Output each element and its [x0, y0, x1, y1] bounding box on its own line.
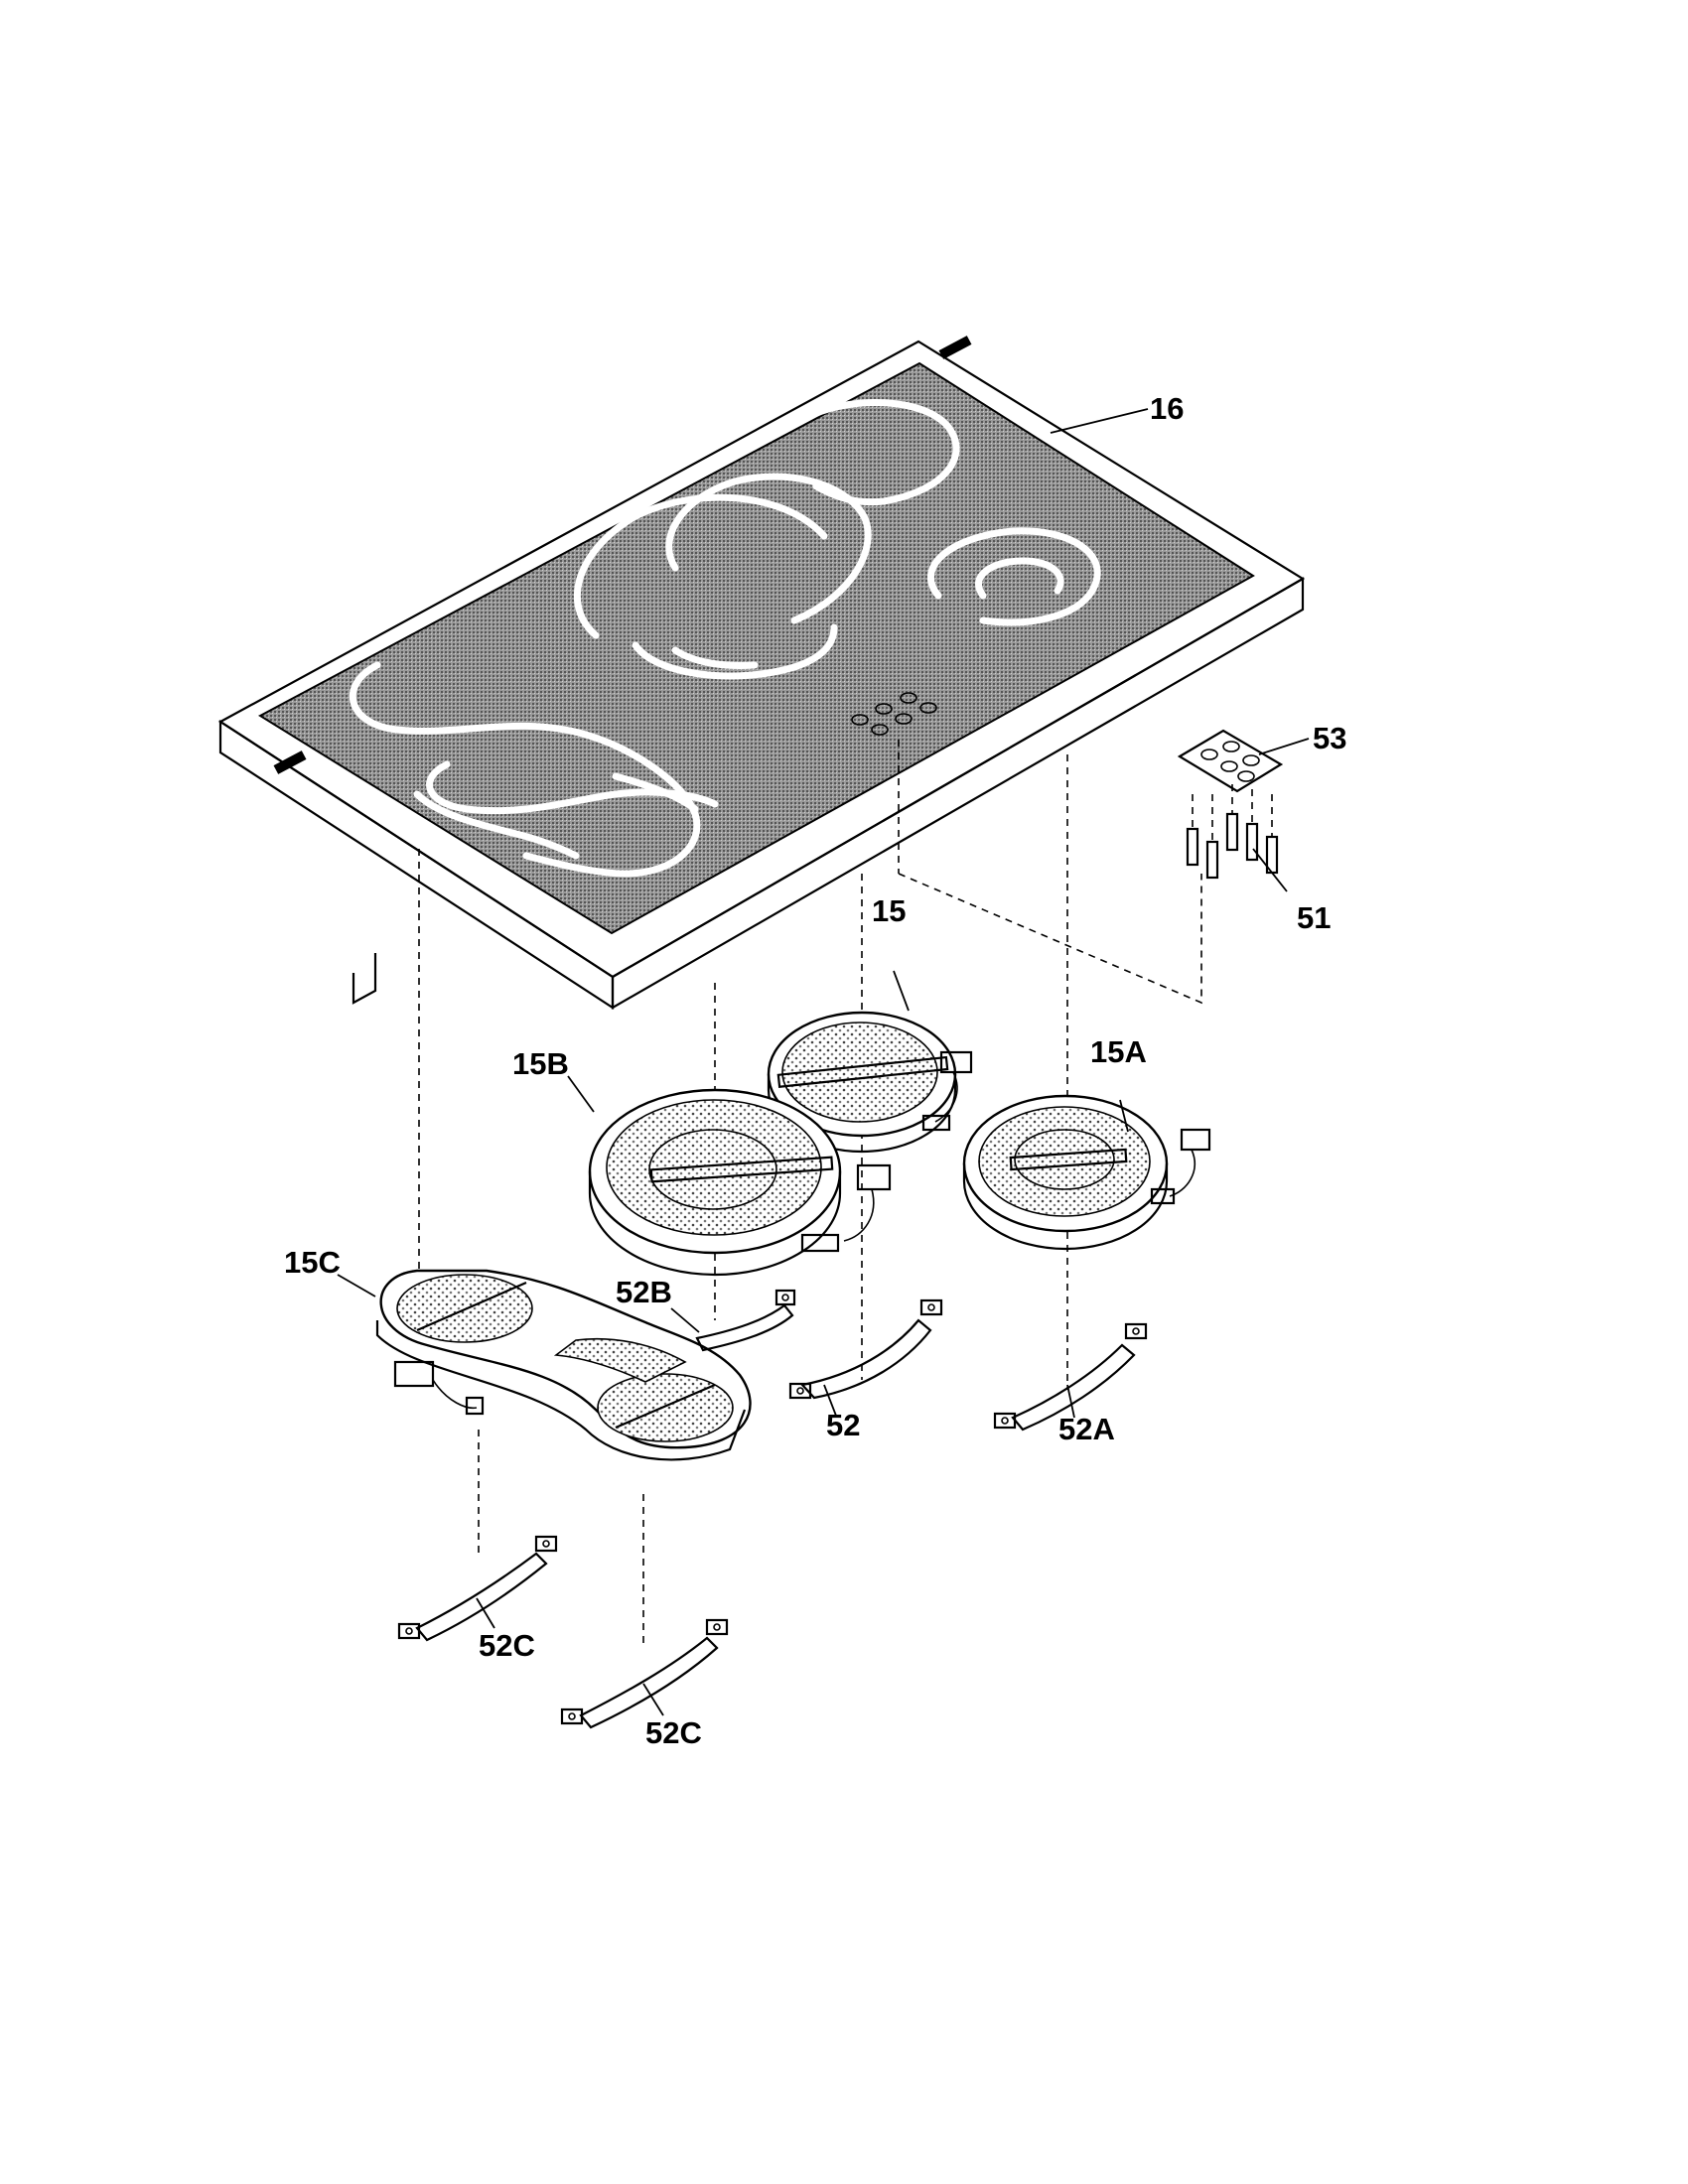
callout-53: 53 [1313, 721, 1346, 755]
leader-lines [337, 408, 1310, 1716]
support-bracket-52C-lower [560, 1618, 729, 1729]
callout-labels: 16 53 51 15 15A 15B 15C 52B 52 52A 52C 5… [284, 391, 1346, 1750]
support-bracket-52B [695, 1289, 796, 1352]
switch-mounting-plate [1177, 729, 1284, 793]
callout-15: 15 [872, 893, 906, 928]
touch-control-dots [851, 692, 937, 736]
support-bracket-52C-upper [397, 1535, 558, 1642]
support-bracket-52 [788, 1298, 943, 1400]
callout-15B: 15B [512, 1046, 569, 1081]
vent-slots [273, 336, 972, 774]
cooktop-zone-markings [349, 399, 1101, 878]
control-switches [1186, 784, 1279, 880]
cooktop-glass-top [217, 336, 1306, 1011]
radiant-element-15A [962, 1094, 1211, 1251]
callout-52A: 52A [1058, 1412, 1115, 1446]
callout-52C-lower: 52C [645, 1715, 702, 1750]
radiant-element-15B [588, 1088, 892, 1277]
callout-15C: 15C [284, 1245, 341, 1280]
callout-15A: 15A [1090, 1034, 1147, 1069]
radiant-element-15C [375, 1269, 752, 1461]
callout-52C-upper: 52C [479, 1628, 535, 1663]
radiant-element-15 [767, 1011, 973, 1154]
callout-51: 51 [1297, 900, 1331, 935]
support-bracket-52A [993, 1322, 1148, 1432]
callout-52: 52 [826, 1408, 860, 1442]
callout-52B: 52B [616, 1275, 672, 1309]
callout-16: 16 [1150, 391, 1184, 426]
